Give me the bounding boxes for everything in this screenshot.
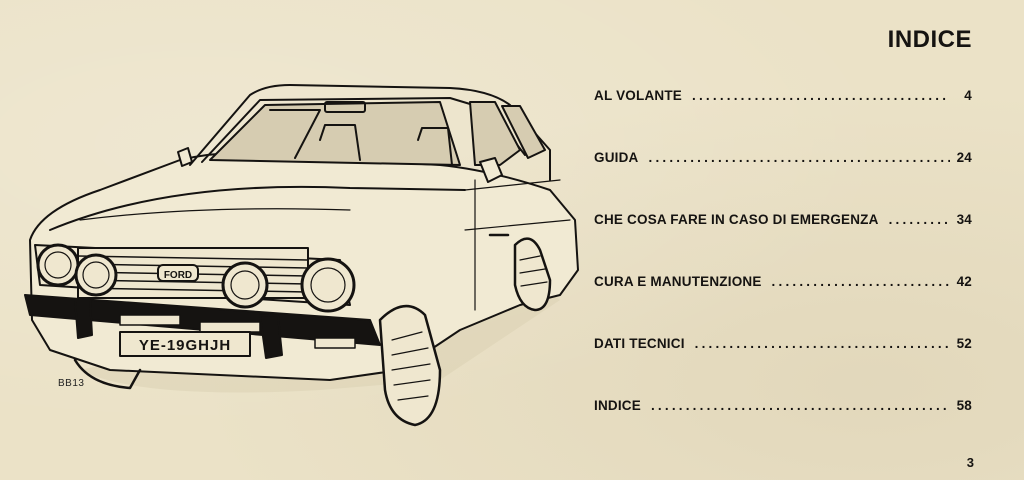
toc-leader-dots xyxy=(692,88,950,103)
grille-badge-text: FORD xyxy=(164,270,192,281)
toc-leader-dots xyxy=(772,274,950,289)
toc-entry-indice[interactable]: INDICE 58 xyxy=(594,398,972,460)
toc-entry-al-volante[interactable]: AL VOLANTE 4 xyxy=(594,88,972,150)
toc-entry-label: INDICE xyxy=(594,398,641,413)
toc-leader-dots xyxy=(889,212,950,227)
toc-entry-emergenza[interactable]: CHE COSA FARE IN CASO DI EMERGENZA 34 xyxy=(594,212,972,274)
table-of-contents: AL VOLANTE 4 GUIDA 24 CHE COSA FARE IN C… xyxy=(594,88,972,460)
toc-entry-page: 24 xyxy=(956,150,972,165)
toc-entry-page: 34 xyxy=(956,212,972,227)
toc-leader-dots xyxy=(695,336,950,351)
car-illustration: FORD YE-19GHJH xyxy=(20,70,590,430)
page-title: INDICE xyxy=(887,26,972,53)
toc-entry-cura-manutenzione[interactable]: CURA E MANUTENZIONE 42 xyxy=(594,274,972,336)
toc-entry-label: AL VOLANTE xyxy=(594,88,683,103)
toc-entry-label: GUIDA xyxy=(594,150,639,165)
toc-entry-label: CURA E MANUTENZIONE xyxy=(594,274,762,289)
toc-entry-label: CHE COSA FARE IN CASO DI EMERGENZA xyxy=(594,212,879,227)
figure-code: BB13 xyxy=(58,378,85,389)
toc-entry-dati-tecnici[interactable]: DATI TECNICI 52 xyxy=(594,336,972,398)
toc-leader-dots xyxy=(651,398,950,413)
toc-entry-page: 42 xyxy=(956,274,972,289)
license-plate-text: YE-19GHJH xyxy=(139,337,231,354)
toc-entry-page: 52 xyxy=(956,336,972,351)
toc-entry-page: 4 xyxy=(964,88,972,103)
toc-entry-guida[interactable]: GUIDA 24 xyxy=(594,150,972,212)
page-number: 3 xyxy=(966,455,974,470)
toc-entry-label: DATI TECNICI xyxy=(594,336,685,351)
toc-leader-dots xyxy=(649,150,951,165)
toc-entry-page: 58 xyxy=(956,398,972,413)
